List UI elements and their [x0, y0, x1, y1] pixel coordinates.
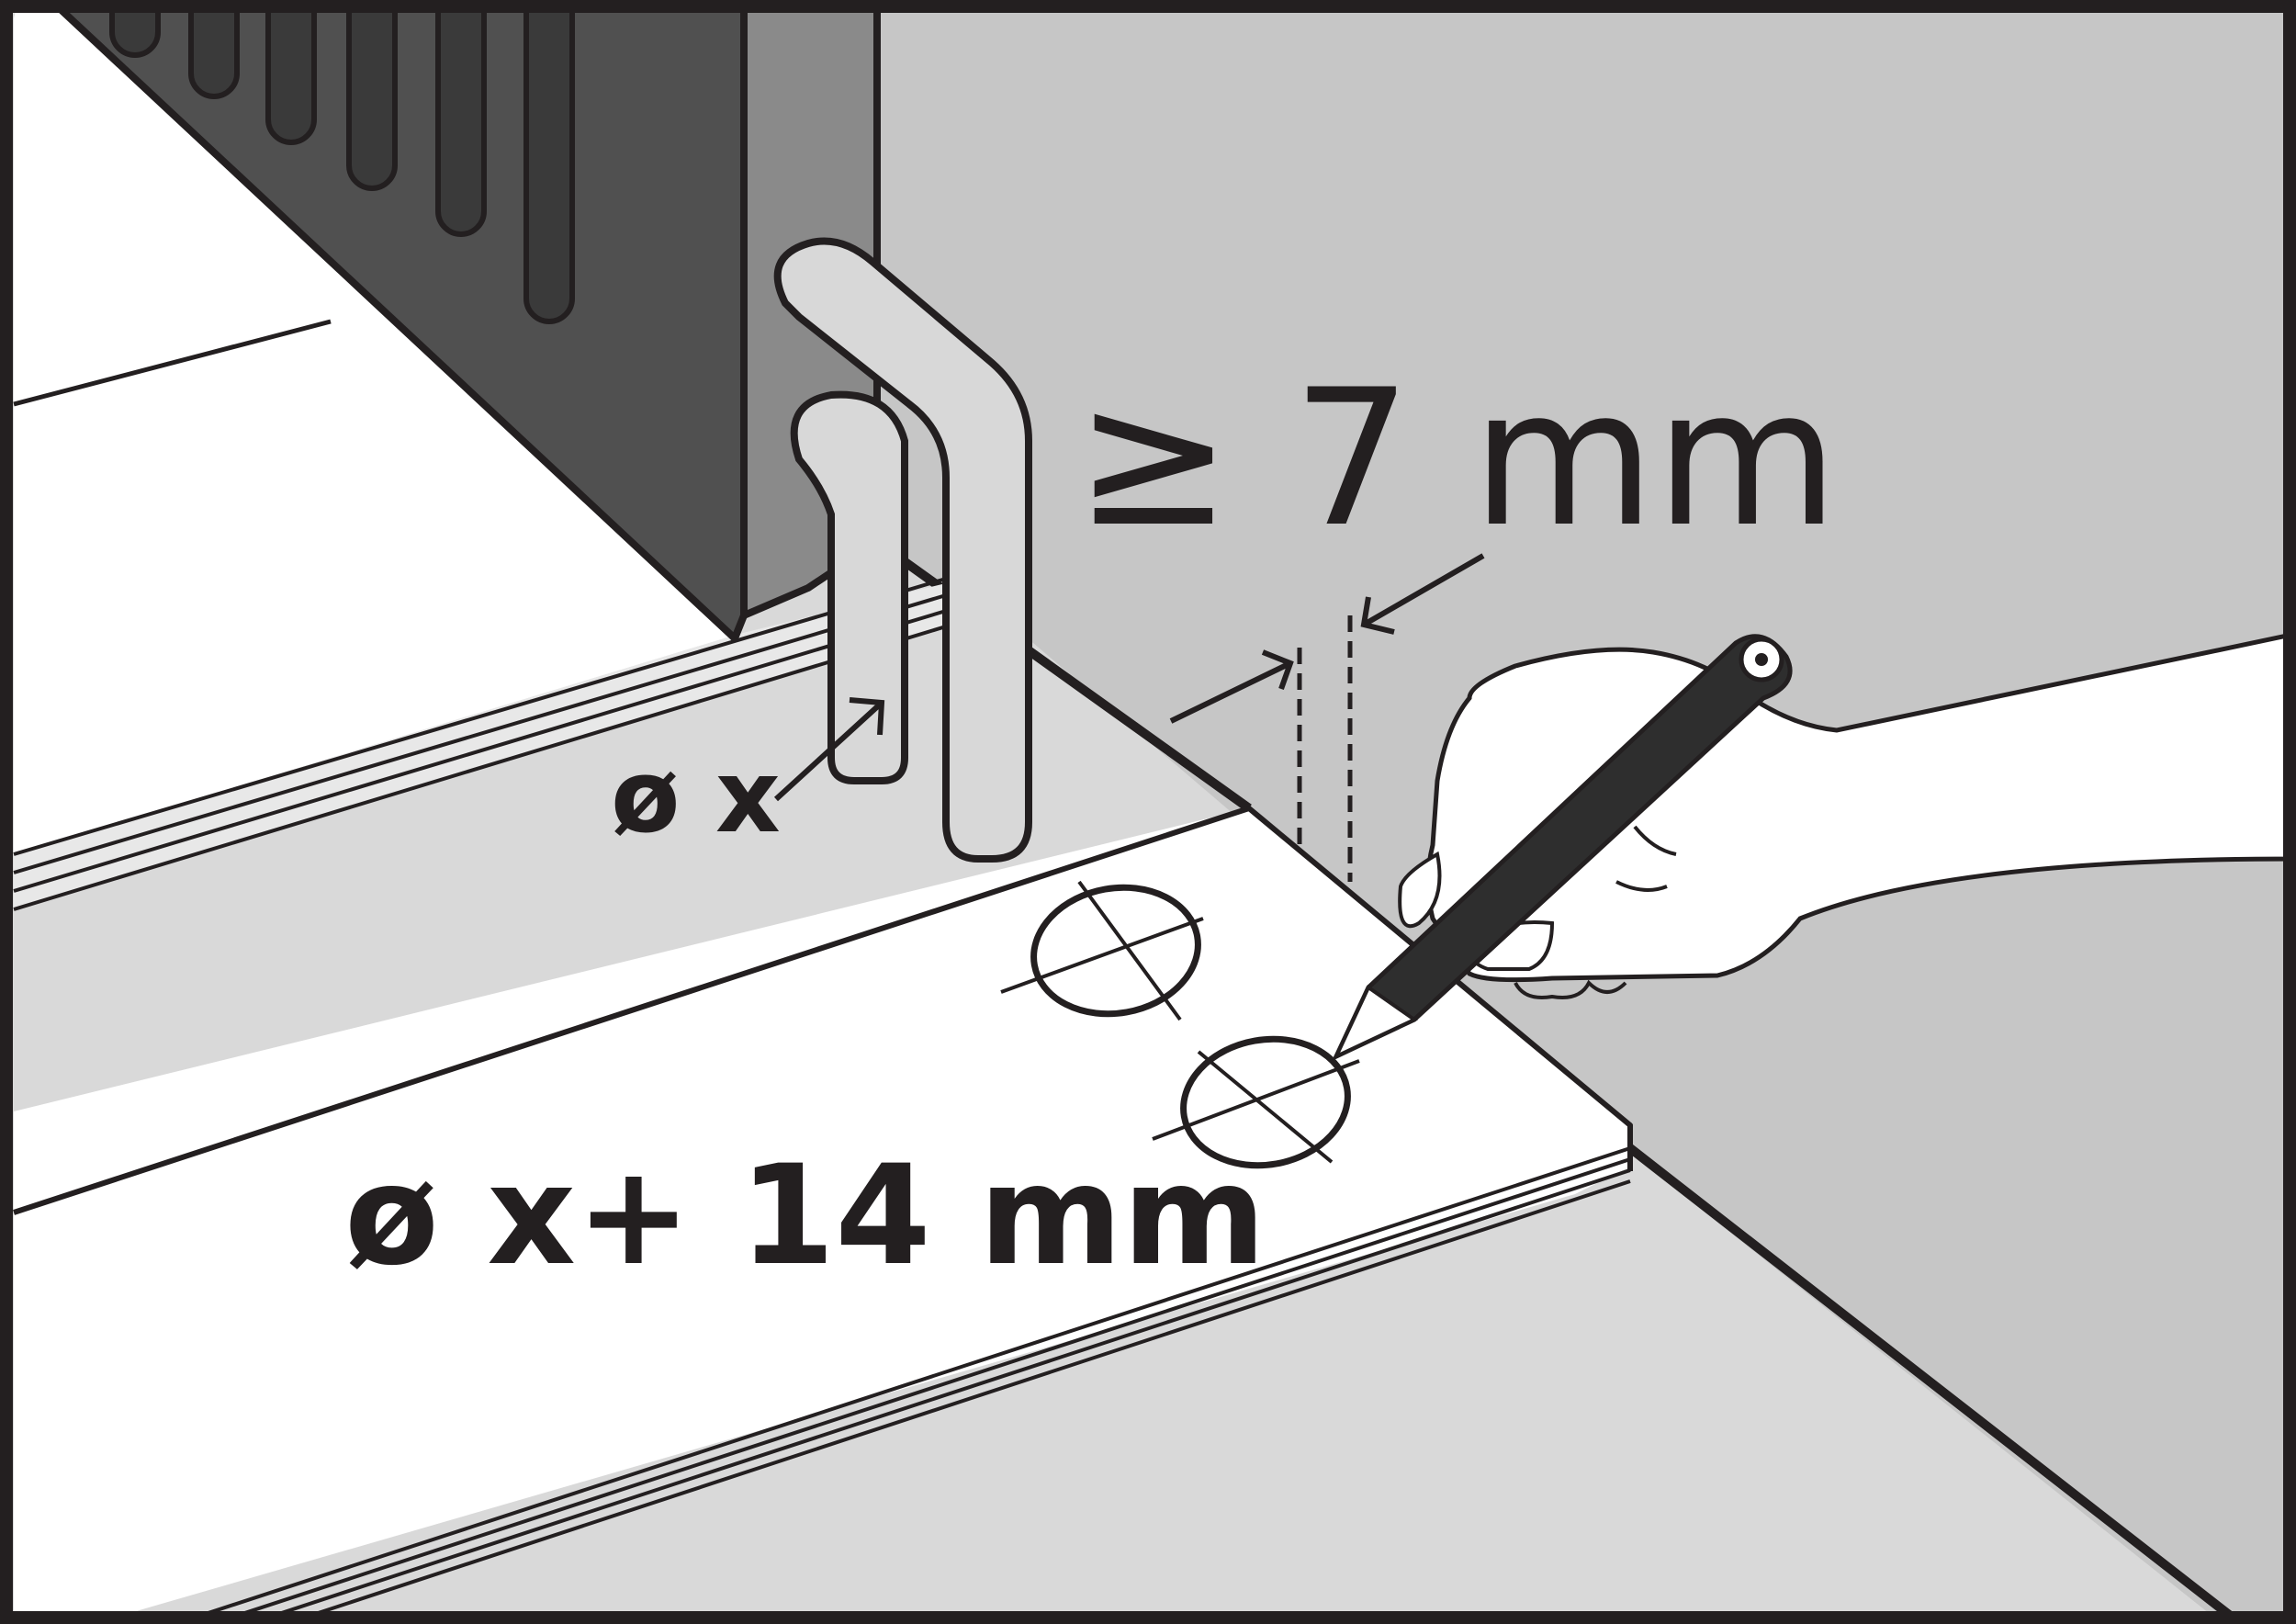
arm: [1425, 631, 2296, 983]
pipe-front: [773, 237, 1032, 863]
heating-pipes: [773, 237, 1032, 863]
hole-diameter-label: ø x+ 14 mm: [344, 1136, 1266, 1296]
hand-with-pencil: [1331, 631, 2296, 1062]
pipe-back: [790, 390, 908, 784]
arrow-right: [1360, 553, 1485, 635]
marked-holes: [1000, 880, 1360, 1169]
hole-mark-back: [1030, 884, 1201, 1018]
min-distance-label: ≥ 7 mm: [1075, 350, 1839, 569]
hole-mark-front: [1180, 1035, 1351, 1169]
pipe-diameter-label: ø x: [611, 738, 781, 855]
pencil: [1331, 634, 1793, 1062]
dimension-guides: [773, 553, 1485, 882]
radiator-fins: [109, 0, 575, 324]
arrow-left: [1169, 649, 1294, 724]
arrow-pipe: [773, 697, 885, 802]
